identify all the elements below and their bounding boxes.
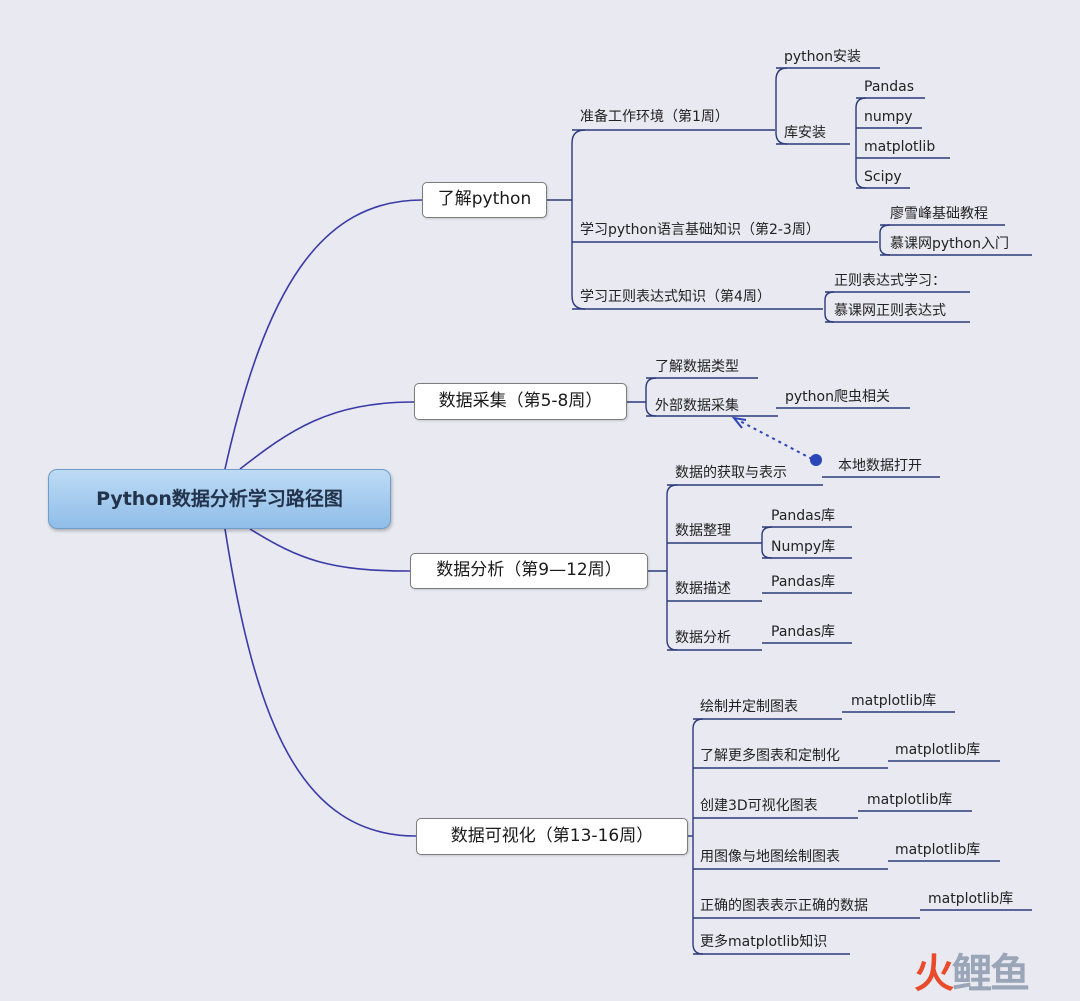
- node-data-analysis-sub: 数据分析: [675, 630, 731, 646]
- branch-understand-python: 了解python: [422, 182, 547, 218]
- link-b4-spine: [692, 718, 704, 955]
- branch-data-collection: 数据采集（第5-8周）: [414, 383, 627, 420]
- node-more-charts: 了解更多图表和定制化: [700, 748, 840, 764]
- logo-fire-char: 火: [914, 951, 954, 997]
- node-pandas-lib-1: Pandas库: [771, 508, 836, 524]
- node-python-crawler: python爬虫相关: [785, 389, 890, 405]
- dotted-arrow-anchor: [810, 454, 822, 466]
- watermark-logo: 火鲤鱼: [914, 951, 1030, 997]
- link-dotted-arrow: [737, 419, 813, 460]
- link-root-branch-4: [224, 528, 417, 837]
- node-draw-charts: 绘制并定制图表: [700, 699, 798, 715]
- node-matplotlib-lib-3: matplotlib库: [867, 792, 953, 808]
- node-python-basics: 学习python语言基础知识（第2-3周）: [580, 222, 820, 238]
- link-b2-spine: [645, 377, 657, 417]
- link-lib-spine: [855, 97, 867, 189]
- node-image-map-charts: 用图像与地图绘制图表: [700, 849, 840, 865]
- node-liao-tutorial: 廖雪峰基础教程: [890, 206, 988, 222]
- node-data-types: 了解数据类型: [655, 359, 739, 375]
- link-root-branch-2: [239, 401, 415, 470]
- node-scipy: Scipy: [864, 169, 902, 185]
- branch-data-visualization: 数据可视化（第13-16周）: [416, 818, 688, 855]
- node-more-matplotlib: 更多matplotlib知识: [700, 934, 828, 950]
- link-b1-spine: [571, 129, 586, 310]
- link-basics-spine: [879, 224, 891, 256]
- root-node: Python数据分析学习路径图: [48, 469, 391, 529]
- node-external-collection: 外部数据采集: [655, 398, 739, 414]
- node-matplotlib-lib-2: matplotlib库: [895, 742, 981, 758]
- node-data-acquire: 数据的获取与表示: [675, 465, 787, 481]
- node-python-install: python安装: [784, 49, 861, 65]
- arrowhead: [731, 416, 747, 429]
- node-local-data-open: 本地数据打开: [838, 458, 922, 474]
- node-pandas: Pandas: [864, 79, 915, 95]
- node-numpy-lib: Numpy库: [771, 539, 836, 555]
- node-regex-learning: 正则表达式学习：: [834, 273, 946, 289]
- node-pandas-lib-3: Pandas库: [771, 624, 836, 640]
- node-data-cleaning: 数据整理: [675, 523, 731, 539]
- node-imooc-python: 慕课网python入门: [890, 236, 1009, 252]
- link-regex-spine: [824, 291, 835, 323]
- node-matplotlib: matplotlib: [864, 139, 936, 155]
- node-matplotlib-lib-1: matplotlib库: [851, 693, 937, 709]
- node-prepare-env: 准备工作环境（第1周）: [580, 109, 729, 125]
- node-3d-charts: 创建3D可视化图表: [700, 798, 818, 814]
- node-matplotlib-lib-5: matplotlib库: [928, 891, 1014, 907]
- node-imooc-regex: 慕课网正则表达式: [834, 303, 946, 319]
- node-correct-charts: 正确的图表表示正确的数据: [700, 898, 868, 914]
- link-root-branch-1: [224, 199, 423, 470]
- logo-carp-chars: 鲤鱼: [952, 951, 1030, 997]
- branch-data-analysis: 数据分析（第9—12周）: [410, 553, 648, 589]
- node-numpy: numpy: [864, 109, 913, 125]
- link-cleaning-spine: [761, 526, 773, 559]
- link-prepare-spine: [775, 67, 788, 145]
- node-matplotlib-lib-4: matplotlib库: [895, 842, 981, 858]
- link-root-branch-3: [249, 528, 411, 572]
- node-pandas-lib-2: Pandas库: [771, 574, 836, 590]
- link-b3-spine: [666, 484, 678, 651]
- node-lib-install: 库安装: [784, 125, 826, 141]
- node-regex-knowledge: 学习正则表达式知识（第4周）: [580, 289, 771, 305]
- node-data-description: 数据描述: [675, 581, 731, 597]
